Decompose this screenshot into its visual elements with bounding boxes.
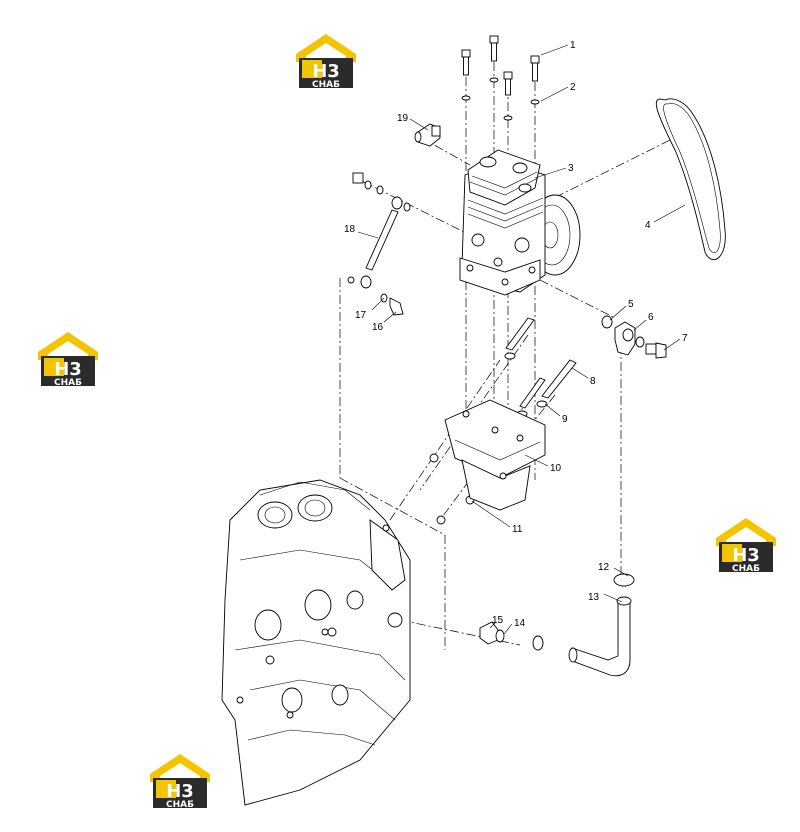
svg-text:H3: H3	[732, 545, 760, 566]
banjo-fitting-assembly	[601, 315, 667, 359]
callout-18: 18	[344, 224, 356, 235]
compressor-mounting-bracket	[444, 399, 546, 511]
callout-2: 2	[570, 82, 576, 93]
callout-15: 15	[492, 615, 504, 626]
callout-12: 12	[598, 562, 610, 573]
watermark-logo: H3 CHAБ	[38, 332, 98, 388]
callout-9: 9	[562, 414, 568, 425]
callout-7: 7	[682, 333, 688, 344]
svg-text:CHAБ: CHAБ	[166, 800, 194, 810]
callout-5: 5	[628, 299, 634, 310]
callout-1: 1	[570, 40, 576, 51]
svg-text:H3: H3	[312, 61, 340, 82]
svg-text:CHAБ: CHAБ	[54, 378, 82, 388]
callout-3: 3	[568, 163, 574, 174]
svg-text:H3: H3	[54, 359, 82, 380]
svg-text:CHAБ: CHAБ	[732, 564, 760, 574]
svg-text:CHAБ: CHAБ	[312, 80, 340, 90]
watermark-logo: H3 CHAБ	[716, 518, 776, 574]
callout-17: 17	[355, 310, 367, 321]
elbow-fitting	[414, 123, 441, 147]
air-compressor	[459, 149, 581, 296]
drive-belt	[655, 98, 726, 261]
svg-text:H3: H3	[166, 781, 194, 802]
callout-8: 8	[590, 376, 596, 387]
watermark-logo: H3 CHAБ	[150, 754, 210, 810]
coolant-hose	[532, 573, 635, 677]
callout-14: 14	[514, 618, 526, 629]
callout-11: 11	[512, 524, 523, 535]
engine-block	[221, 479, 411, 806]
watermark-logo: H3 CHAБ	[296, 34, 356, 90]
compressor-mount-bolts	[461, 35, 540, 121]
bracket-fasteners	[429, 317, 577, 525]
callout-labels: 1 2 3 4 5 6 7 8 9 10 11 12 13 14 15 16 1…	[344, 40, 688, 629]
callout-6: 6	[648, 312, 654, 323]
adapter-fitting	[479, 621, 505, 645]
callout-4: 4	[645, 220, 651, 231]
callout-13: 13	[588, 592, 600, 603]
callout-19: 19	[397, 113, 409, 124]
oil-line-assembly	[347, 172, 411, 316]
callout-leader-lines	[357, 44, 686, 635]
callout-10: 10	[550, 463, 562, 474]
callout-16: 16	[372, 322, 384, 333]
